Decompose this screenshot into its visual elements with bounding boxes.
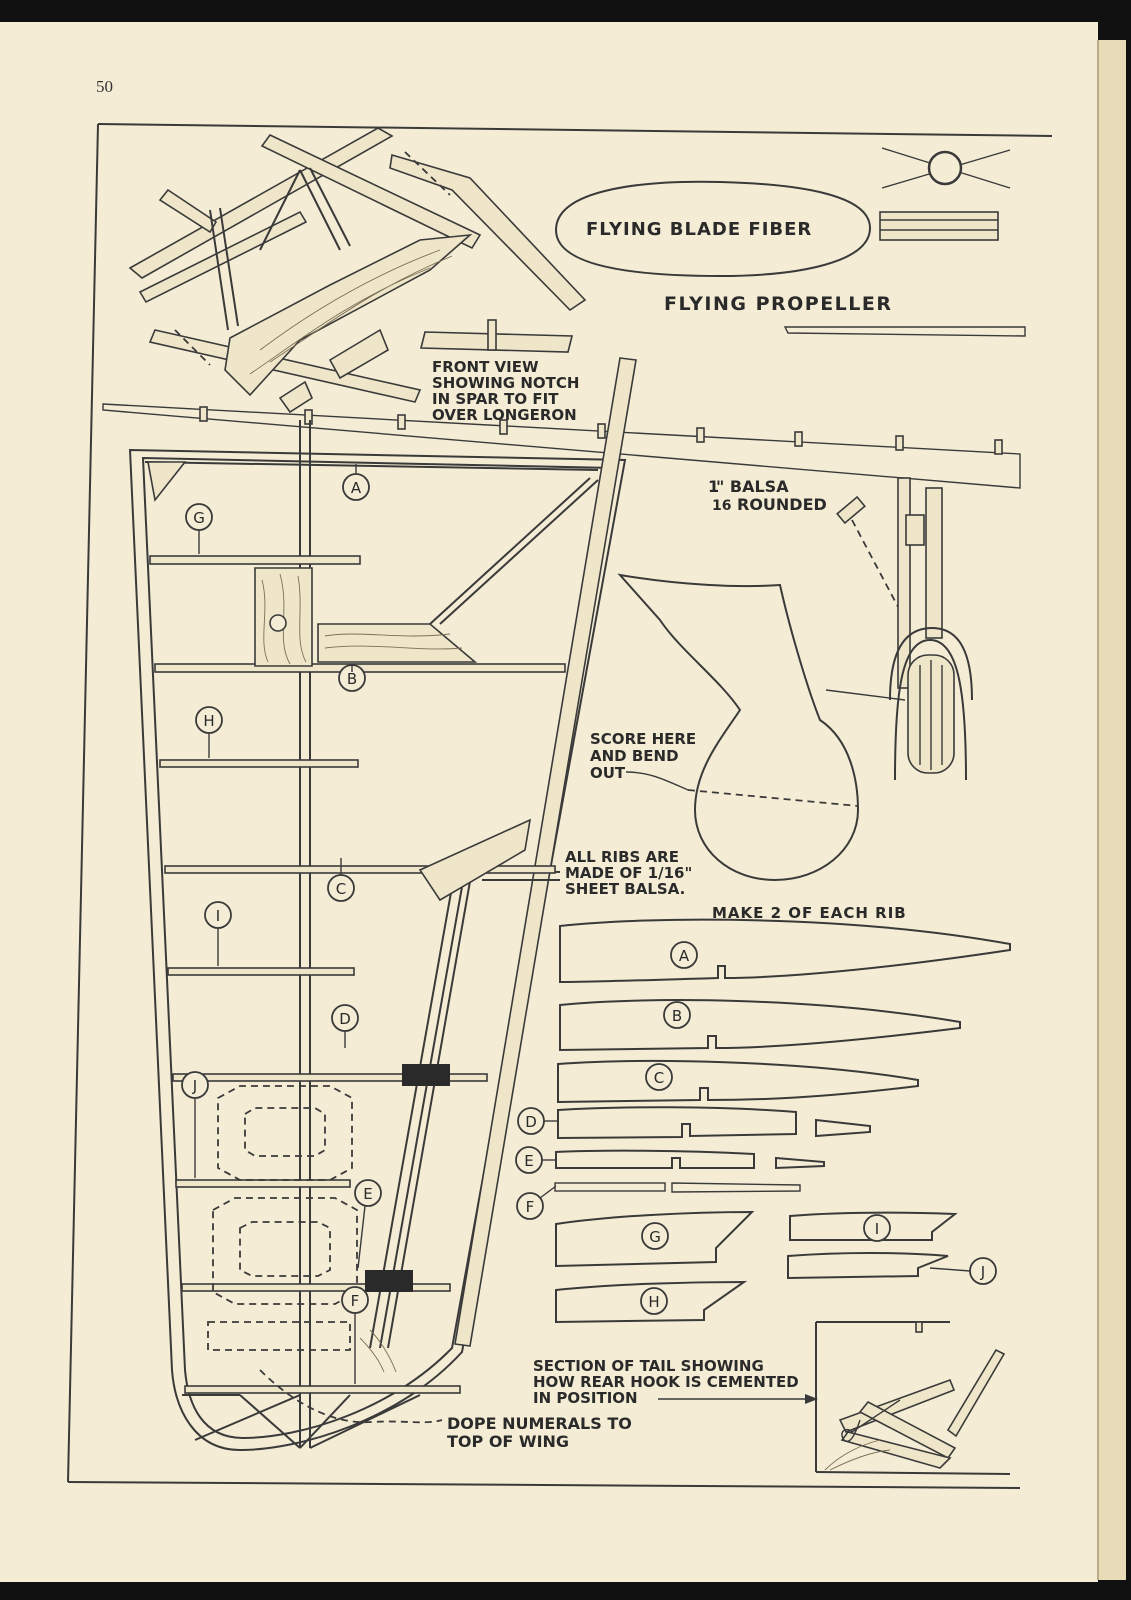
propeller-side-view [879,211,999,241]
rib-pattern-H: H [555,1280,748,1324]
svg-text:E: E [363,1185,372,1203]
svg-text:H: H [648,1293,659,1311]
propeller-hub-icon [881,147,1011,189]
page-number: 50 [96,77,113,96]
wing-callout-J: J [181,1071,209,1178]
score-arrow [625,771,689,791]
wing-callout-E: E [354,1179,382,1269]
svg-text:F: F [526,1198,535,1216]
balsa-label: 1 " BALSA 16 ROUNDED [708,477,827,514]
rib-pattern-B: B [559,999,961,1052]
flying-blade-label: FLYING BLADE FIBER [586,219,812,240]
section-tail-label: SECTION OF TAIL SHOWING HOW REAR HOOK IS… [533,1357,804,1407]
wing-callout-I: I [204,901,232,966]
fuselage-sketch [128,127,587,414]
propeller-shaft [783,326,1026,337]
svg-text:C: C [336,880,346,898]
svg-text:A: A [679,947,690,965]
rib-pattern-A: A [559,918,1011,984]
section-tail-arrow [658,1394,818,1404]
ribs-material-label: ALL RIBS ARE MADE OF 1/16" SHEET BALSA. [565,848,698,898]
flying-propeller-label: FLYING PROPELLER [664,293,893,315]
wing-callout-C: C [327,858,355,902]
plan-frame [67,123,1053,1489]
wing-callout-B: B [338,664,366,692]
rib-pattern-F: F [516,1182,801,1220]
svg-text:B: B [347,670,357,688]
rib-pattern-D: D [517,1106,871,1140]
wing-callout-H: H [195,706,223,758]
wing-plan [128,357,637,1452]
rib-pattern-I: I [789,1211,958,1242]
svg-text:F: F [351,1292,360,1310]
dope-numerals-label: DOPE NUMERALS TO TOP OF WING [447,1414,637,1451]
svg-text:J: J [192,1077,197,1095]
svg-text:G: G [649,1228,661,1246]
notch-detail [419,319,574,353]
svg-text:D: D [339,1010,351,1028]
wing-callout-F: F [341,1286,369,1384]
svg-text:I: I [875,1220,879,1238]
svg-text:A: A [351,479,362,497]
wing-callout-G: G [185,503,213,554]
svg-text:E: E [524,1152,533,1170]
score-label: SCORE HERE AND BEND OUT [590,730,701,782]
rib-pattern-G: G [555,1210,755,1268]
wing-callout-A: A [342,464,370,501]
front-view-label: FRONT VIEW SHOWING NOTCH IN SPAR TO FIT … [432,358,585,424]
rib-pattern-C: C [557,1060,919,1104]
svg-text:H: H [203,712,214,730]
make-two-label: MAKE 2 OF EACH RIB [712,904,907,922]
svg-text:B: B [672,1007,682,1025]
propeller-blade-outline [554,180,872,278]
svg-text:J: J [980,1263,985,1281]
landing-gear [825,477,973,781]
top-spar [102,403,1021,489]
wing-callout-D: D [331,1004,359,1048]
svg-text:G: G [193,509,205,527]
rib-pattern-J: J [787,1252,997,1285]
wheel-pant-pattern [617,573,860,882]
svg-text:C: C [654,1069,664,1087]
rib-pattern-E: E [515,1146,825,1174]
svg-text:I: I [216,907,220,925]
svg-text:D: D [525,1113,537,1131]
tail-section-detail [815,1321,1011,1475]
